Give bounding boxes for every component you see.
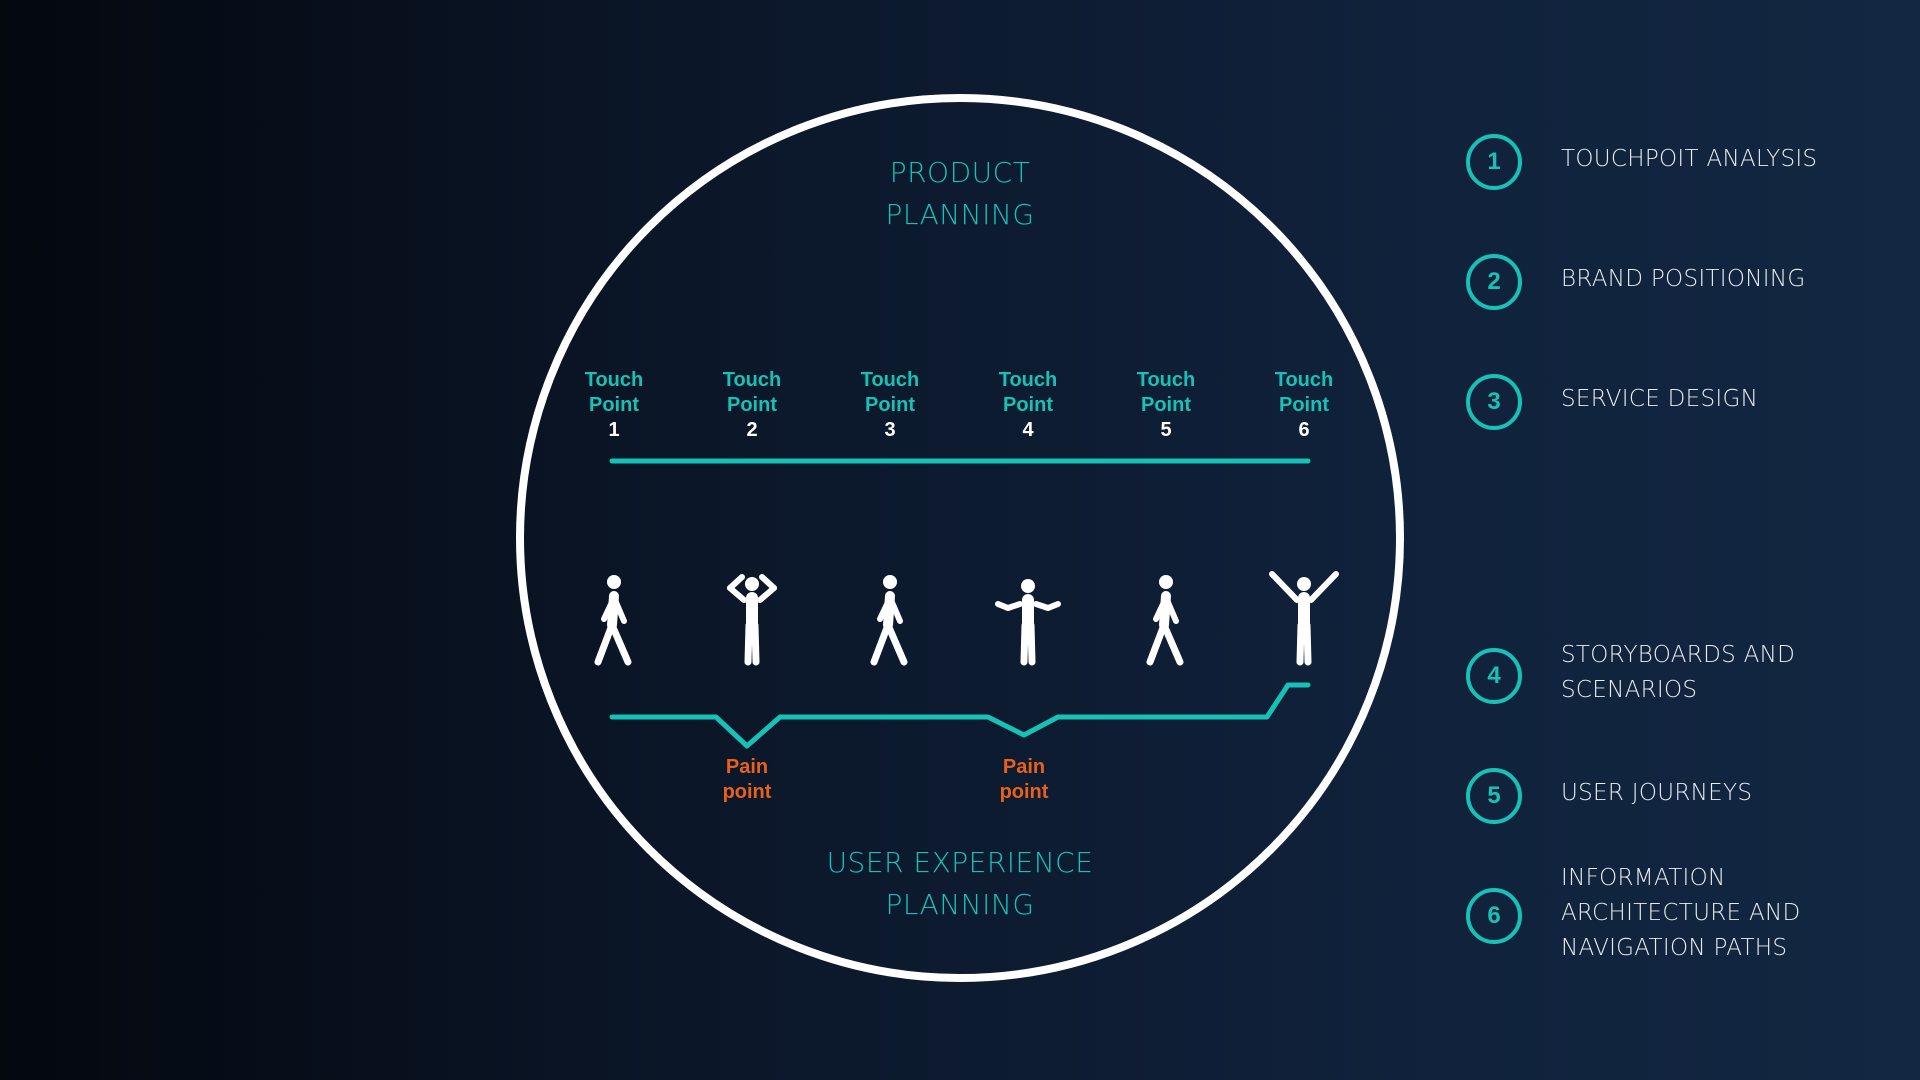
walking-person-icon <box>594 575 632 666</box>
pain-point-word: point <box>999 781 1049 803</box>
shrugging-person-icon <box>995 579 1061 666</box>
label-line: TOUCHPOIT ANALYSIS <box>1561 146 1818 172</box>
touch-point-5-label: Touch Point 5 <box>1111 368 1221 443</box>
touch-point-6-label: Touch Point 6 <box>1249 368 1359 443</box>
touch-point-number: 4 <box>1022 419 1034 441</box>
pain-point-2-label: Pain point <box>969 755 1079 805</box>
touch-point-word: Touch <box>1136 369 1196 391</box>
label-line: STORYBOARDS AND <box>1561 642 1796 668</box>
touch-point-1-label: Touch Point 1 <box>559 368 669 443</box>
touch-point-word: Point <box>727 394 777 416</box>
label-line: SCENARIOS <box>1561 677 1698 703</box>
touch-point-number: 1 <box>608 419 620 441</box>
touch-point-4-label: Touch Point 4 <box>973 368 1083 443</box>
list-item-label: INFORMATION ARCHITECTURE AND NAVIGATION … <box>1561 861 1901 966</box>
label-line: NAVIGATION PATHS <box>1561 935 1788 961</box>
touch-point-number: 3 <box>884 419 896 441</box>
number-badge: 5 <box>1466 768 1522 824</box>
list-item-label: BRAND POSITIONING <box>1561 262 1901 297</box>
touch-point-word: Touch <box>1274 369 1334 391</box>
number-badge: 3 <box>1466 374 1522 430</box>
label-line: USER JOURNEYS <box>1561 780 1753 806</box>
number-badge: 4 <box>1466 648 1522 704</box>
touch-point-number: 5 <box>1160 419 1172 441</box>
frustrated-person-icon <box>727 574 777 666</box>
product-planning-title: PRODUCT PLANNING <box>760 152 1160 236</box>
list-item-label: SERVICE DESIGN <box>1561 382 1901 417</box>
pain-point-word: point <box>722 781 772 803</box>
number-badge: 1 <box>1466 134 1522 190</box>
touch-point-word: Point <box>589 394 639 416</box>
touch-point-number: 2 <box>746 419 758 441</box>
walking-person-icon <box>870 575 908 666</box>
outer-circle <box>516 94 1404 982</box>
touch-point-word: Touch <box>860 369 920 391</box>
touch-point-word: Touch <box>722 369 782 391</box>
touch-point-word: Point <box>1141 394 1191 416</box>
label-line: ARCHITECTURE AND <box>1561 900 1801 926</box>
list-item-label: USER JOURNEYS <box>1561 776 1901 811</box>
touch-point-word: Point <box>1003 394 1053 416</box>
pain-point-1-label: Pain point <box>692 755 802 805</box>
label-line: SERVICE DESIGN <box>1561 386 1759 412</box>
touch-point-word: Point <box>1279 394 1329 416</box>
user-experience-planning-title: USER EXPERIENCE PLANNING <box>760 842 1160 926</box>
touch-point-word: Touch <box>584 369 644 391</box>
number-badge: 6 <box>1466 888 1522 944</box>
number-badge: 2 <box>1466 254 1522 310</box>
touch-point-3-label: Touch Point 3 <box>835 368 945 443</box>
list-item-label: TOUCHPOIT ANALYSIS <box>1561 142 1901 177</box>
cheering-person-icon <box>1269 571 1339 666</box>
touch-point-number: 6 <box>1298 419 1310 441</box>
experience-curve-line <box>609 682 1311 749</box>
touch-point-word: Touch <box>998 369 1058 391</box>
list-item-label: STORYBOARDS AND SCENARIOS <box>1561 638 1901 708</box>
title-line: PLANNING <box>885 198 1035 231</box>
title-line: PRODUCT <box>889 156 1031 189</box>
walking-person-icon <box>1146 575 1184 666</box>
label-line: BRAND POSITIONING <box>1561 266 1806 292</box>
touch-point-2-label: Touch Point 2 <box>697 368 807 443</box>
label-line: INFORMATION <box>1561 865 1726 891</box>
pain-point-word: Pain <box>725 756 769 778</box>
title-line: USER EXPERIENCE <box>826 846 1094 879</box>
title-line: PLANNING <box>885 888 1035 921</box>
pain-point-word: Pain <box>1002 756 1046 778</box>
touch-point-word: Point <box>865 394 915 416</box>
